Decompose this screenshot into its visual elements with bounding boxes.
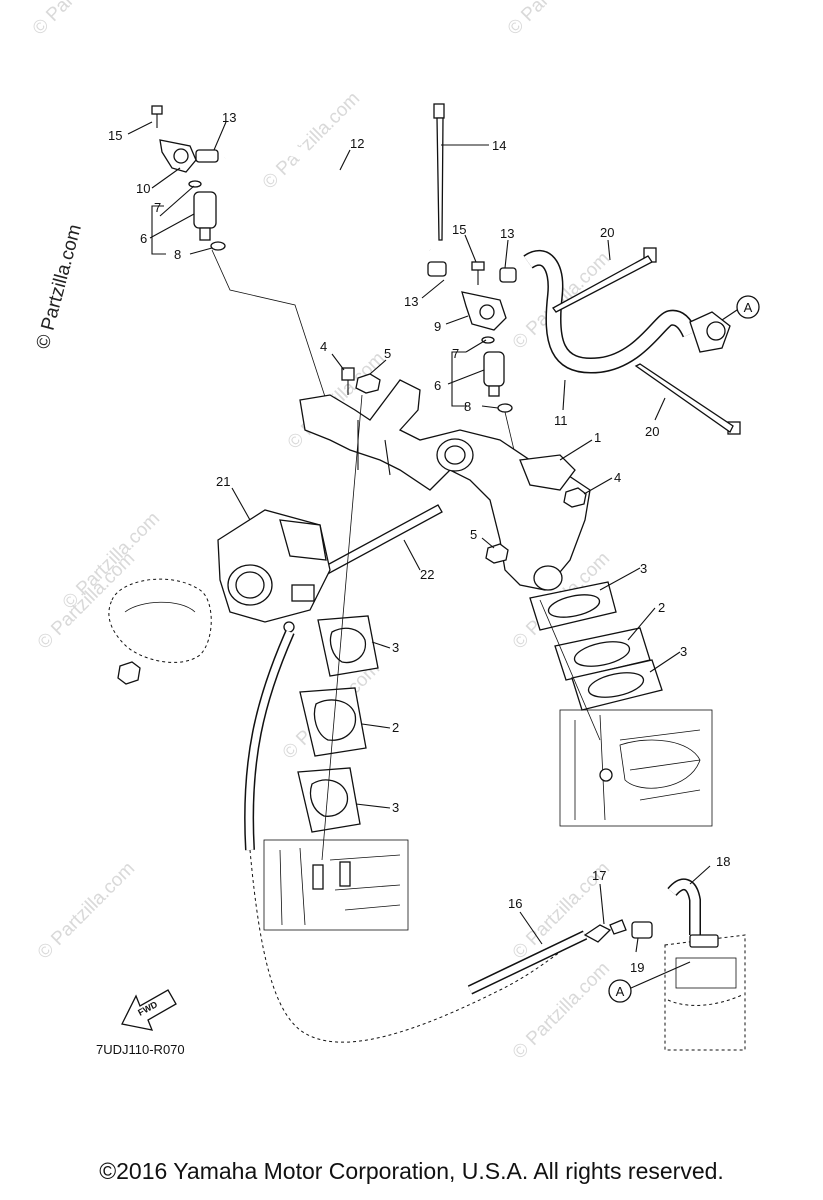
callout-15-right: 15 bbox=[452, 222, 466, 237]
callout-15-top-left: 15 bbox=[108, 128, 122, 143]
diagram-code: 7UDJ110-R070 bbox=[96, 1042, 185, 1057]
callout-1: 1 bbox=[594, 430, 601, 445]
cable-tie-14 bbox=[433, 103, 445, 241]
callout-12: 12 bbox=[350, 136, 364, 151]
callout-4-lower: 4 bbox=[614, 470, 621, 485]
callout-7-left: 7 bbox=[154, 200, 161, 215]
callout-6-left: 6 bbox=[140, 231, 147, 246]
callout-2-center: 2 bbox=[392, 720, 399, 735]
gasket-2-center bbox=[299, 687, 367, 757]
fuel-hose-11 bbox=[523, 249, 731, 374]
leader-lines bbox=[127, 121, 711, 953]
callout-20-lower: 20 bbox=[645, 424, 659, 439]
callout-13-right-top: 13 bbox=[500, 226, 514, 241]
engine-inset-left bbox=[263, 839, 409, 931]
callout-17: 17 bbox=[592, 868, 606, 883]
callout-18: 18 bbox=[716, 854, 730, 869]
callout-16: 16 bbox=[508, 896, 522, 911]
watermark-left-vertical: © Partzilla.com bbox=[33, 222, 86, 351]
gasket-3-right-bottom bbox=[571, 659, 663, 711]
watermark-top-left: © Partzilla.com bbox=[29, 0, 134, 40]
air-intake-duct bbox=[108, 578, 212, 685]
fuel-rail-assembly bbox=[299, 367, 591, 591]
reference-marker-a-bottom-label: A bbox=[616, 984, 625, 999]
callout-13-right-mid: 13 bbox=[404, 294, 418, 309]
reference-marker-a-top: A bbox=[736, 295, 760, 319]
callout-5-upper: 5 bbox=[384, 346, 391, 361]
callout-3-center-top: 3 bbox=[392, 640, 399, 655]
callout-10: 10 bbox=[136, 181, 150, 196]
callout-20-upper: 20 bbox=[600, 225, 614, 240]
watermark-left-low: © Partzilla.com bbox=[34, 858, 139, 963]
left-injector-group bbox=[151, 105, 331, 413]
callout-3-right-top: 3 bbox=[640, 561, 647, 576]
gasket-3-right-top bbox=[529, 581, 617, 631]
callout-3-right-bottom: 3 bbox=[680, 644, 687, 659]
callout-9: 9 bbox=[434, 319, 441, 334]
gasket-2-right bbox=[554, 627, 651, 681]
reference-marker-a-top-label: A bbox=[744, 300, 753, 315]
vent-hose-16 bbox=[244, 629, 588, 1043]
fuel-hose-12 bbox=[223, 140, 447, 277]
alignment-lines bbox=[321, 394, 601, 861]
callout-5-lower: 5 bbox=[470, 527, 477, 542]
copyright-notice: ©2016 Yamaha Motor Corporation, U.S.A. A… bbox=[99, 1158, 724, 1184]
callout-6-right: 6 bbox=[434, 378, 441, 393]
watermark-left-mid: © Partzilla.com bbox=[34, 548, 139, 653]
callout-13-top-left: 13 bbox=[222, 110, 236, 125]
gasket-3-center-bottom bbox=[297, 767, 361, 833]
callout-7-right: 7 bbox=[452, 346, 459, 361]
reference-marker-a-bottom: A bbox=[608, 961, 691, 1003]
callout-8-left: 8 bbox=[174, 247, 181, 262]
cable-tie-20-upper bbox=[552, 247, 657, 313]
callout-22: 22 bbox=[420, 567, 434, 582]
canister-assembly bbox=[583, 878, 746, 1051]
callout-19: 19 bbox=[630, 960, 644, 975]
throttle-body-21 bbox=[217, 509, 331, 633]
callout-11: 11 bbox=[554, 413, 568, 428]
gasket-3-center-top bbox=[317, 615, 379, 677]
watermark-top-mid: © Partzilla.com bbox=[504, 0, 609, 40]
callout-14: 14 bbox=[492, 138, 506, 153]
callout-labels: 15 13 12 14 10 7 6 8 15 13 13 20 9 7 6 8… bbox=[108, 110, 730, 975]
callout-4-upper: 4 bbox=[320, 339, 327, 354]
cable-tie-20-lower bbox=[634, 363, 741, 435]
callout-21: 21 bbox=[216, 474, 230, 489]
callout-2-right: 2 bbox=[658, 600, 665, 615]
callout-3-center-bottom: 3 bbox=[392, 800, 399, 815]
engine-inset-right bbox=[559, 709, 713, 827]
forward-arrow-icon: FWD bbox=[121, 989, 177, 1031]
watermark-left-mid2: © Partzilla.com bbox=[59, 508, 164, 613]
watermark-right-lower: © Partzilla.com bbox=[509, 958, 614, 1063]
callout-8-right: 8 bbox=[464, 399, 471, 414]
